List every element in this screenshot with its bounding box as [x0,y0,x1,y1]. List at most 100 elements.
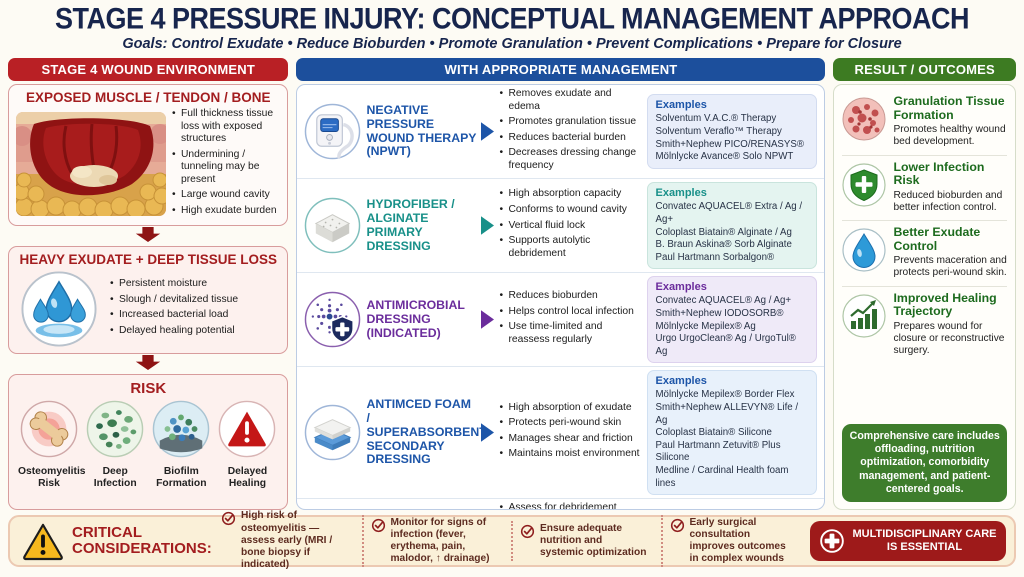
bullet: Protects peri-wound skin [499,417,642,430]
heavy-exudate-section: HEAVY EXUDATE + DEEP TISSUE LOSS Persist… [8,246,289,355]
example-line: Smith+Nephew ALLEVYN® Life / Ag [655,401,799,426]
example-line: Coloplast Biatain® Silicone [655,427,772,439]
outcome-item: Better Exudate Control Prevents macerati… [842,221,1007,287]
bullet: Large wound cavity [172,189,280,202]
examples-title: Examples [655,99,707,112]
bullet: Vertical fluid lock [499,220,642,233]
right-arrow-icon [481,310,495,330]
row-title: NEGATIVE PRESSURE WOUND THERAPY (NPWT) [366,103,477,159]
consideration-text: Monitor for signs of infection (fever, e… [390,516,490,565]
row-title: ANTIMICROBIAL DRESSING (INDICATED) [366,298,465,340]
bullet: Removes exudate and edema [499,88,642,113]
row-bullets: Assess for debridement needs Evaluate fo… [499,502,642,509]
examples-box: Examples Convatec AQUACEL® Extra / Ag / … [647,182,818,270]
exposed-structures-bullets: Full thickness tissue loss with exposed … [172,108,280,220]
critical-considerations-bar: CRITICAL CONSIDERATIONS: High risk of os… [8,510,1016,570]
row-title: ANTIMCED FOAM / SUPERABSORBENT SECONDARY… [366,397,487,467]
outcome-desc: Prevents maceration and protects peri-wo… [893,255,1007,279]
middle-column: WITH APPROPRIATE MANAGEMENT NEGATIVE PRE… [296,58,826,510]
right-column: RESULT / OUTCOMES Granulation Tissue For… [833,58,1016,510]
example-line: Paul Hartmann Sorbalgon® [655,251,775,263]
management-row-npwt: NEGATIVE PRESSURE WOUND THERAPY (NPWT) R… [297,85,825,180]
risk-label: Biofilm Formation [156,466,207,490]
risk-label: Delayed Healing [227,466,268,490]
right-arrow-icon [481,423,495,443]
risk-item: Osteomyelitis Risk [18,400,86,490]
risk-item: Deep Infection [84,400,146,490]
row-bullets: High absorption capacity Conforms to wou… [499,188,642,263]
badge-text: MULTIDISCIPLINARY CARE IS ESSENTIAL [852,528,997,553]
exposed-structures-section: EXPOSED MUSCLE / TENDON / BONE [8,84,289,227]
example-line: B. Braun Askina® Sorb Alginate [655,239,792,251]
risk-grid: Osteomyelitis Risk Deep Infection [16,400,280,490]
foam-block-icon [305,198,361,254]
example-line: Medline / Cardinal Health foam lines [655,465,789,489]
example-line: Mölnlycke Mepilex® Ag [655,320,756,332]
outcome-title: Improved Healing Trajectory [893,290,997,319]
biofilm-icon [153,401,210,458]
consideration-item: Ensure adequate nutrition and systemic o… [511,520,655,562]
bullet: Promotes granulation tissue [499,116,642,129]
example-line: Coloplast Biatain® Alginate / Ag [655,226,792,238]
examples-title: Examples [655,375,707,388]
check-circle-icon [670,518,684,532]
outcome-title: Better Exudate Control [893,225,981,253]
bullet: Reduces bacterial burden [499,132,642,145]
right-arrow-icon [481,216,495,236]
granulation-tissue-icon [842,97,886,141]
outcome-title: Granulation Tissue Formation [893,94,1005,122]
check-circle-icon [371,518,385,532]
examples-box: Examples Solventum V.A.C.® Therapy Solve… [647,94,818,169]
risk-section: RISK Osteomy [8,374,289,510]
examples-title: Examples [655,281,707,294]
bone-icon [20,401,78,458]
antimicrobial-shield-icon [305,292,361,348]
bullet: Slough / devitalized tissue [110,294,238,307]
main-columns: STAGE 4 WOUND ENVIRONMENT EXPOSED MUSCLE… [0,58,1024,510]
example-line: Convatec AQUACEL® Extra / Ag / Ag+ [655,201,803,225]
example-line: Mölnlycke Avance® Solo NPWT [655,151,794,163]
bullet: Reduces bioburden [499,290,642,303]
management-row-surgical: SURGICAL REVIEW & DEBRIDEMENT Assess for… [297,499,824,509]
row-title: HYDROFIBER / ALGINATE PRIMARY DRESSING [366,197,455,253]
left-column: STAGE 4 WOUND ENVIRONMENT EXPOSED MUSCLE… [8,58,289,510]
consideration-text: Ensure adequate nutrition and systemic o… [540,522,647,559]
management-row-foam-secondary: ANTIMCED FOAM / SUPERABSORBENT SECONDARY… [297,367,825,500]
bullet: Increased bacterial load [110,309,238,322]
bullet: Conforms to wound cavity [499,204,642,217]
critical-title-line1: CRITICAL [72,524,142,542]
warning-triangle-icon [23,523,63,560]
consideration-item: Monitor for signs of infection (fever, e… [361,514,506,568]
example-line: Convatec AQUACEL® Ag / Ag+ [655,295,792,307]
row-bullets: High absorption of exudate Protects peri… [499,402,642,464]
consideration-item: High risk of osteomyelitis — assess earl… [214,508,356,573]
check-circle-icon [520,524,535,538]
management-panel: NEGATIVE PRESSURE WOUND THERAPY (NPWT) R… [296,84,826,510]
example-line: Solventum V.A.C.® Therapy [655,113,777,125]
outcome-item: Improved Healing Trajectory Prepares wou… [842,287,1007,364]
npwt-device-icon [305,103,361,160]
bacteria-icon [86,401,144,458]
water-drop-icon [842,228,887,272]
bullet: High absorption capacity [499,188,642,201]
bullet: High exudate burden [172,205,280,218]
check-circle-icon [221,512,236,526]
bullet: Supports autolytic debridement [499,235,642,260]
bullet: Persistent moisture [110,278,238,291]
bullet: Undermining / tunneling may be present [172,149,280,187]
outcomes-panel: Granulation Tissue Formation Promotes he… [833,84,1016,510]
down-arrow-icon [136,227,161,243]
risk-label: Deep Infection [93,466,137,490]
risk-label: Osteomyelitis Risk [18,466,86,490]
multidisciplinary-badge: MULTIDISCIPLINARY CARE IS ESSENTIAL [810,521,1006,561]
critical-considerations-title: CRITICAL CONSIDERATIONS: [72,524,212,557]
bullet: Maintains moist environment [499,448,642,461]
water-drops-icon [21,271,97,347]
example-line: Urgo UrgoClean® Ag / UrgoTul® Ag [655,333,796,357]
example-line: Paul Hartmann Zetuvit® Plus Silicone [655,439,781,464]
comprehensive-care-note: Comprehensive care includes offloading, … [842,423,1007,502]
outcome-desc: Prepares wound for closure or reconstruc… [893,320,1005,356]
bullet: Full thickness tissue loss with exposed … [172,108,280,146]
consideration-item: Early surgical consultation improves out… [660,514,805,568]
wound-cross-section-image [16,112,166,217]
